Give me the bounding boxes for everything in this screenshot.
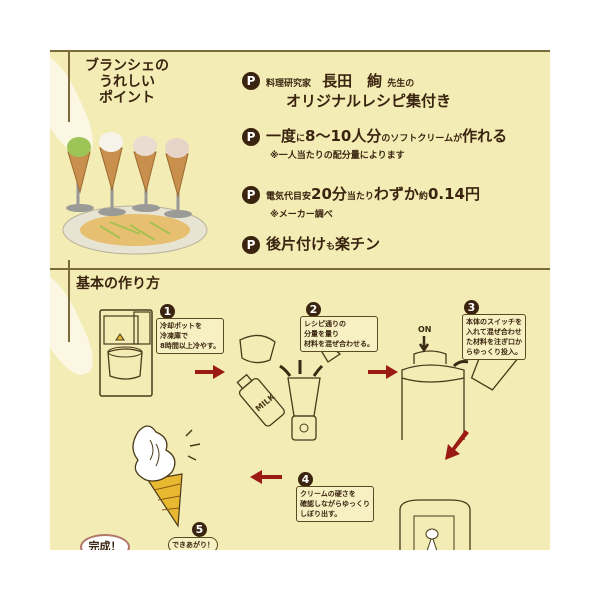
points-title-line: ブランシェの — [85, 58, 169, 74]
arrow-down-left-icon — [445, 430, 469, 460]
step-text: しぼり出す。 — [300, 510, 342, 518]
step-4-description: クリームの硬さを 確認しながらゆっくり しぼり出す。 — [296, 486, 374, 522]
point-1-line2: オリジナルレシピ集付き — [286, 92, 452, 110]
point-2-note: ※一人当たりの配分量によります — [270, 151, 405, 161]
point-text: 約 — [418, 192, 428, 202]
point-badge-icon: P — [242, 186, 260, 204]
step-number-badge: 1 — [160, 304, 175, 319]
howto-title: 基本の作り方 — [76, 276, 160, 292]
point-text: 一度 — [266, 127, 297, 145]
step-text: レシピ通りの — [304, 320, 346, 328]
step-3-description: 本体のスイッチを 入れて混ぜ合わせ た材料を注ぎ口か らゆっくり投入。 — [462, 314, 526, 360]
step-2-description: レシピ通りの 分量を量り 材料を混ぜ合わせる。 — [300, 316, 378, 352]
step-text: クリームの硬さを — [300, 490, 356, 498]
step-text: 8時間以上冷やす。 — [160, 342, 221, 350]
arrow-right-icon — [368, 365, 398, 379]
point-badge-icon: P — [242, 236, 260, 254]
step-text: らゆっくり投入。 — [466, 348, 522, 356]
step-1-description: 冷却ポットを 冷凍庫で 8時間以上冷やす。 — [156, 318, 225, 354]
done-badge: 完成！ — [80, 534, 130, 550]
top-divider — [50, 50, 550, 52]
point-text: 楽チン — [335, 235, 381, 253]
point-text: 20分 — [311, 185, 347, 203]
content-panel: ブランシェの うれしい ポイント — [50, 50, 550, 550]
howto-title-vline — [68, 260, 70, 342]
points-title-line: うれしい — [99, 74, 155, 91]
step-text: 分量を量り — [304, 330, 339, 338]
arrow-right-icon — [195, 365, 225, 379]
step-text: できあがり！ — [172, 541, 214, 549]
point-text: 8〜10人分 — [305, 127, 382, 145]
howto-divider — [50, 268, 550, 270]
point-1-line1: 料理研究家 長田 絢 先生の — [266, 70, 414, 91]
point-badge-icon: P — [242, 128, 260, 146]
point-text: 料理研究家 — [266, 79, 312, 89]
soft-cream-photo — [62, 132, 208, 255]
step-text: 本体のスイッチを — [466, 318, 522, 326]
point-text: 長田 絢 — [322, 72, 383, 90]
point-badge-icon: P — [242, 72, 260, 90]
points-title: ブランシェの うれしい ポイント — [72, 58, 182, 106]
milk-label: MILK — [254, 392, 277, 414]
step-text: た材料を注ぎ口か — [466, 338, 522, 346]
step-5-description: できあがり！ — [168, 537, 218, 550]
step-text: 入れて混ぜ合わせ — [466, 328, 522, 336]
step-number-badge: 3 — [464, 300, 479, 315]
point-4-line1: 後片付けも楽チン — [266, 233, 380, 254]
step-text: 冷却ポットを — [160, 322, 202, 330]
freezer-illustration — [99, 309, 153, 397]
point-2-line1: 一度に8〜10人分のソフトクリームが作れる — [266, 125, 507, 146]
step-text: 材料を混ぜ合わせる。 — [304, 340, 374, 348]
point-text: 作れる — [462, 127, 508, 145]
point-text: 後片付け — [266, 235, 327, 253]
step-text: 確認しながらゆっくり — [300, 500, 370, 508]
point-text: のソフトクリームが — [381, 134, 463, 144]
step-number-badge: 5 — [192, 522, 207, 537]
point-text: も — [326, 242, 336, 252]
point-text: わずか — [373, 185, 419, 203]
mixing-illustration: MILK — [236, 334, 347, 441]
points-title-line: ポイント — [99, 90, 155, 107]
point-text: 電気代目安 — [266, 192, 312, 202]
point-text: 0.14円 — [427, 185, 480, 203]
point-text: 先生の — [387, 79, 415, 89]
soft-cream-cone-illustration — [132, 425, 201, 528]
point-text: に — [296, 134, 306, 144]
point-3-line1: 電気代目安20分当たりわずか約0.14円 — [266, 183, 480, 204]
point-3-note: ※メーカー調べ — [270, 210, 333, 220]
machine-illustration: ON — [399, 325, 518, 550]
step-number-badge: 2 — [306, 302, 321, 317]
step-number-badge: 4 — [298, 472, 313, 487]
arrow-left-icon — [250, 470, 282, 484]
points-title-vline — [68, 50, 70, 122]
point-text: 当たり — [346, 192, 374, 202]
on-label: ON — [418, 325, 432, 334]
step-text: 冷凍庫で — [160, 332, 188, 340]
